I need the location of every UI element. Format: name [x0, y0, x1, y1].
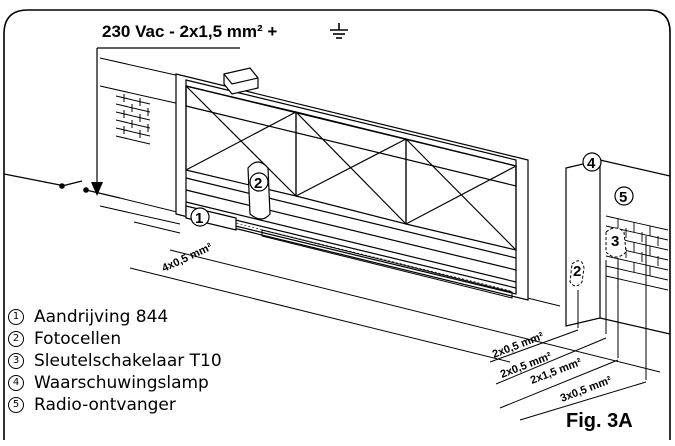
frame-border — [3, 9, 671, 440]
callout-2-circle — [249, 172, 269, 192]
cable-label-motor: 4x0,5 mm² — [160, 241, 214, 275]
supply-cable — [96, 47, 240, 190]
header-backdrop — [96, 18, 372, 44]
legend-label: Waarschuwingslamp — [34, 373, 209, 393]
legend-number: 4 — [8, 375, 24, 391]
flash-lamp-top — [223, 67, 259, 95]
callout-2b-number: 2 — [573, 263, 581, 280]
gear-rack — [189, 211, 513, 299]
photocell-dashed-right — [569, 260, 585, 287]
callout-5-circle — [614, 186, 634, 206]
figure-label: Fig. 3A — [566, 410, 633, 432]
legend-label: Radio-ontvanger — [34, 395, 176, 415]
main-switch-icon — [3, 173, 121, 199]
ground-icon — [330, 23, 348, 39]
callout-5-number: 5 — [619, 189, 627, 206]
callout-2-number: 2 — [254, 175, 262, 192]
legend-item: 4 Waarschuwingslamp — [8, 372, 338, 394]
legend-label: Sleutelschakelaar T10 — [34, 351, 222, 371]
callout-4-number: 4 — [587, 155, 596, 172]
legend-number: 5 — [8, 397, 24, 413]
callout-1-circle — [190, 207, 210, 227]
cable-drops — [577, 236, 647, 380]
callout-3-number: 3 — [611, 233, 619, 250]
legend-item: 3 Sleutelschakelaar T10 — [8, 350, 338, 372]
callout-1-number: 1 — [195, 210, 203, 227]
callout-4-circle — [582, 152, 602, 172]
legend-label: Aandrijving 844 — [34, 307, 169, 327]
legend-label: Fotocellen — [34, 329, 122, 349]
cable-stack-lines — [489, 329, 647, 421]
sliding-gate — [175, 73, 529, 301]
legend-number: 2 — [8, 331, 24, 347]
keyswitch-dashed — [605, 227, 627, 258]
legend-item: 2 Fotocellen — [8, 328, 338, 350]
legend-number: 1 — [8, 309, 24, 325]
legend-item: 1 Aandrijving 844 — [8, 306, 338, 328]
legend-item: 5 Radio-ontvanger — [8, 394, 338, 416]
supply-arrow-icon — [91, 182, 103, 196]
legend: 1 Aandrijving 844 2 Fotocellen 3 Sleutel… — [8, 306, 338, 416]
power-supply-label: 230 Vac - 2x1,5 mm² + — [102, 22, 277, 41]
left-brick-wall — [99, 57, 181, 225]
legend-number: 3 — [8, 353, 24, 369]
